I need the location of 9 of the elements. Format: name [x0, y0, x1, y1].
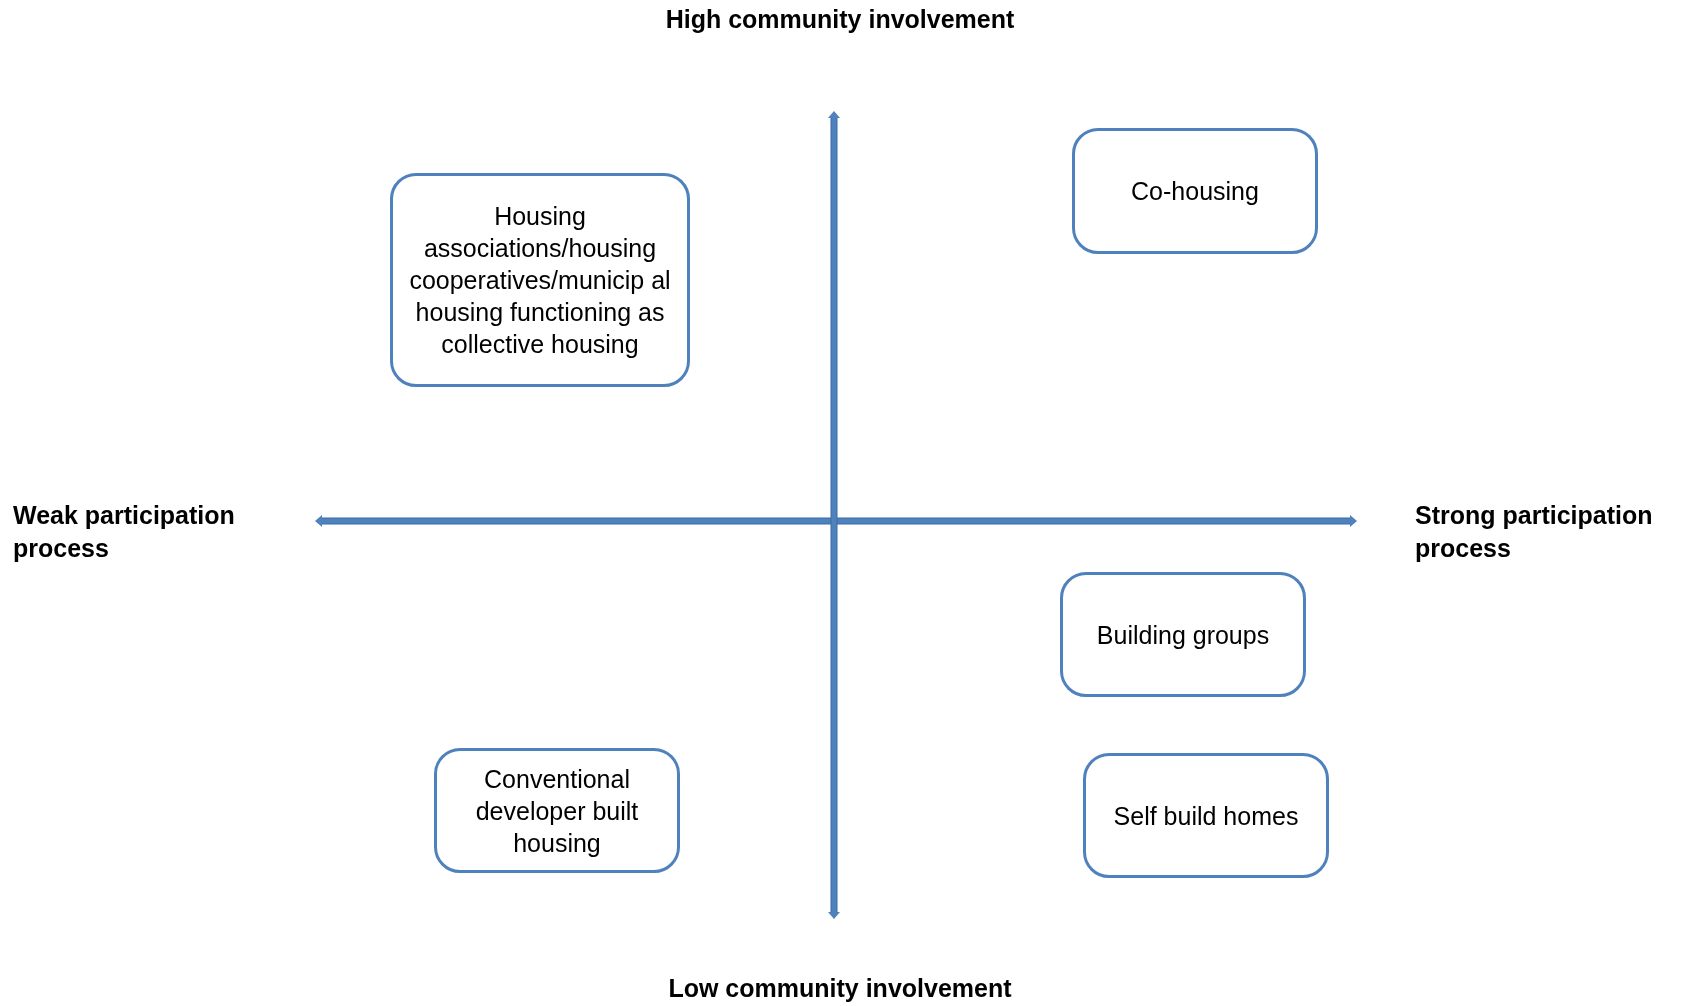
axis-label: Strong participation process	[1415, 500, 1654, 564]
category-box: Self build homes	[1083, 753, 1329, 878]
category-box: Co-housing	[1072, 128, 1318, 254]
axis-label: Weak participation process	[13, 500, 236, 564]
category-box: Building groups	[1060, 572, 1306, 697]
axis-label: High community involvement	[664, 4, 1016, 35]
category-box: Conventional developer built housing	[434, 748, 680, 873]
category-box: Housing associations/housing cooperatives/municip al housing functioning as collective housing	[390, 173, 690, 387]
axis-label: Low community involvement	[667, 973, 1013, 1004]
